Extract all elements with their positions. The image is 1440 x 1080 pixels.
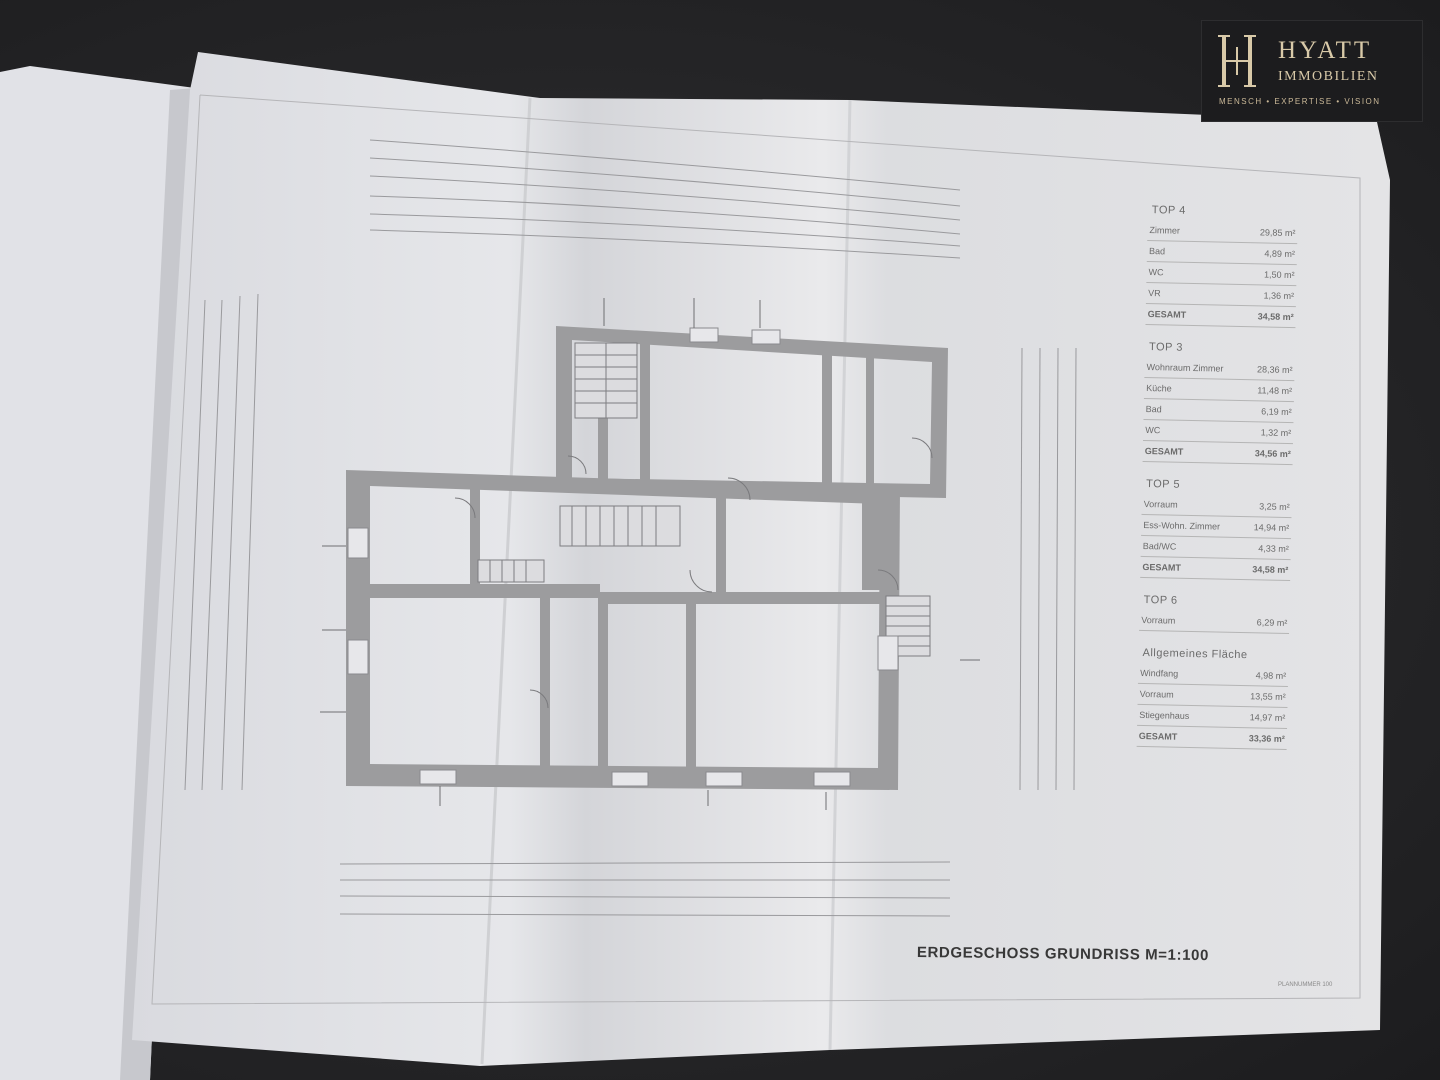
bottom-dimension-lines <box>339 861 951 917</box>
right-dimension-lines <box>1019 347 1077 791</box>
hyatt-logo-watermark: HYATT IMMOBILIEN MENSCH • EXPERTISE • VI… <box>1201 20 1423 122</box>
legend-label: Küche <box>1146 383 1172 394</box>
legend-head: TOP 4 <box>1151 204 1186 217</box>
legend-block-top3: TOP 3 Wohnraum Zimmer 28,36 m² Küche 11,48… <box>1142 341 1296 466</box>
legend-label: VR <box>1148 288 1161 299</box>
legend-total-row: GESAMT 34,58 m² <box>1140 556 1291 582</box>
legend-value: 33,36 m² <box>1248 733 1285 744</box>
legend-value: 4,89 m² <box>1264 248 1296 260</box>
legend-label: GESAMT <box>1147 309 1187 320</box>
legend-head: TOP 6 <box>1143 593 1178 607</box>
legend-value: 3,25 m² <box>1259 501 1290 513</box>
legend-head: Allgemeines Fläche <box>1142 646 1248 662</box>
legend-value: 34,58 m² <box>1252 564 1289 576</box>
legend-block-top5: TOP 5 Vorraum 3,25 m² Ess-Wohn. Zimmer 14,… <box>1140 478 1292 582</box>
top-dimension-lines <box>369 139 961 259</box>
legend-value: 6,19 m² <box>1261 406 1292 418</box>
legend-head: TOP 3 <box>1148 341 1184 354</box>
legend-value: 1,36 m² <box>1263 290 1295 302</box>
legend-label: GESAMT <box>1142 561 1182 573</box>
legend-label: Wohnraum Zimmer <box>1146 362 1224 374</box>
logo-subtitle: IMMOBILIEN <box>1278 69 1379 84</box>
legend-label: Vorraum <box>1143 498 1178 510</box>
floor-plan-walls <box>346 326 948 790</box>
legend-value: 1,50 m² <box>1263 269 1295 281</box>
staircase <box>477 342 931 657</box>
legend-total-row: GESAMT 34,58 m² <box>1145 303 1296 329</box>
legend-label: Bad <box>1145 403 1162 415</box>
legend-value: 14,94 m² <box>1253 522 1290 534</box>
fold-line <box>828 99 852 1051</box>
legend-value: 6,29 m² <box>1256 617 1288 629</box>
legend-label: GESAMT <box>1138 730 1178 742</box>
plan-reference: PLANNUMMER 100 <box>1278 982 1333 988</box>
window-openings <box>347 327 899 787</box>
door-swings <box>454 437 933 709</box>
legend-total-row: GESAMT 34,56 m² <box>1142 440 1294 466</box>
legend-value: 29,85 m² <box>1259 227 1296 239</box>
legend-block-top6: TOP 6 Vorraum 6,29 m² <box>1139 593 1290 635</box>
legend-value: 14,97 m² <box>1249 712 1286 723</box>
legend-label: Vorraum <box>1139 688 1174 700</box>
legend-label: WC <box>1148 267 1164 278</box>
dimension-markers <box>320 298 980 810</box>
logo-brand: HYATT <box>1278 37 1373 64</box>
legend-block-top4: TOP 4 Zimmer 29,85 m² Bad 4,89 m² WC 1,50 m… <box>1145 204 1298 329</box>
logo-tagline: MENSCH • EXPERTISE • VISION <box>1219 97 1381 106</box>
legend-value: 34,58 m² <box>1257 311 1294 323</box>
legend-value: 28,36 m² <box>1256 364 1293 376</box>
legend-label: Zimmer <box>1149 225 1181 236</box>
legend-value: 4,33 m² <box>1258 543 1289 555</box>
legend-label: Bad <box>1148 246 1166 257</box>
left-dimension-lines <box>184 293 259 791</box>
legend-label: GESAMT <box>1144 445 1184 457</box>
plan-title: ERDGESCHOSS GRUNDRISS M=1:100 <box>916 944 1210 965</box>
legend-label: Stiegenhaus <box>1139 709 1190 721</box>
legend-value: 4,98 m² <box>1255 670 1287 681</box>
drawing-frame <box>151 94 1361 1005</box>
legend-label: WC <box>1145 424 1161 436</box>
legend-value: 34,56 m² <box>1254 448 1291 460</box>
legend-total-row: GESAMT 33,36 m² <box>1136 725 1288 751</box>
legend-label: Vorraum <box>1141 614 1176 626</box>
legend-label: Windfang <box>1140 667 1179 679</box>
legend-row: Vorraum 6,29 m² <box>1139 609 1290 635</box>
h-monogram-icon <box>1218 35 1256 87</box>
area-legend: TOP 4 Zimmer 29,85 m² Bad 4,89 m² WC 1,50 m… <box>1136 204 1298 766</box>
legend-label: Ess-Wohn. Zimmer <box>1143 519 1221 532</box>
legend-label: Bad/WC <box>1142 540 1177 552</box>
legend-block-common: Allgemeines Fläche Windfang 4,98 m² Vorra… <box>1136 646 1289 751</box>
plan-sheet <box>132 52 1390 1066</box>
legend-value: 1,32 m² <box>1260 427 1292 439</box>
legend-value: 13,55 m² <box>1250 691 1286 702</box>
legend-head: TOP 5 <box>1146 478 1181 491</box>
legend-value: 11,48 m² <box>1257 385 1293 397</box>
